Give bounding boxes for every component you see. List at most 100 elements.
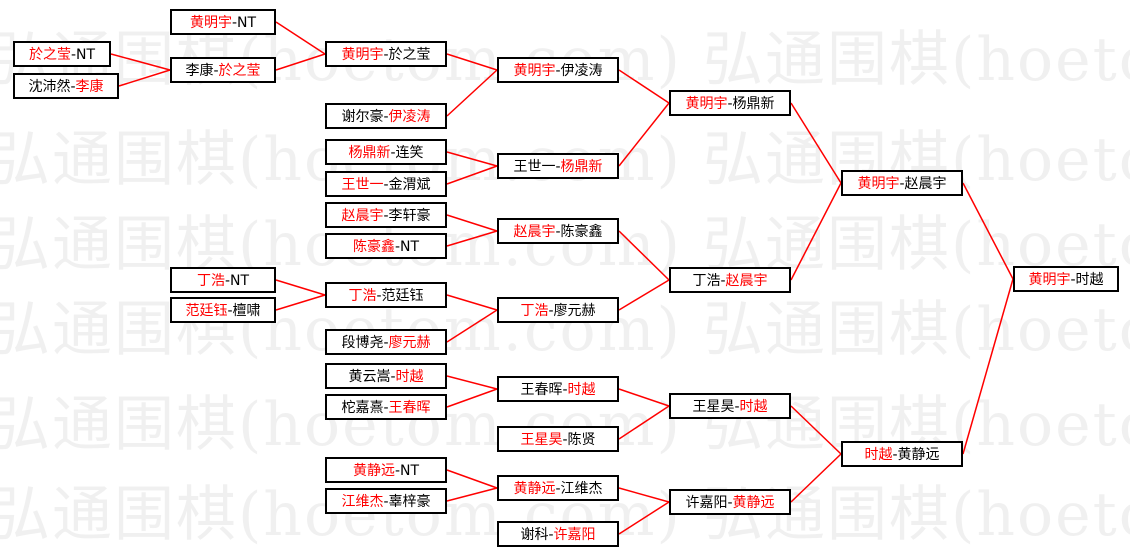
- player-name: NT: [230, 273, 250, 289]
- separator: -: [383, 494, 389, 510]
- separator: -: [394, 239, 401, 255]
- player-name: 黄云嵩: [348, 369, 391, 385]
- winner-name: 赵晨宇: [725, 273, 768, 289]
- player-name: 王世一: [513, 159, 556, 175]
- player-name: NT: [237, 15, 257, 31]
- separator: -: [383, 47, 389, 63]
- player-name: 丁浩: [692, 273, 721, 289]
- bracket-connector: [275, 53, 326, 71]
- bracket-connector: [446, 294, 498, 311]
- separator: -: [892, 447, 898, 463]
- bracket-connector: [790, 405, 842, 455]
- winner-name: 许嘉阳: [553, 527, 596, 543]
- match-box: 范廷钰-檀啸: [170, 297, 276, 323]
- bracket-connector: [446, 151, 498, 167]
- separator: -: [383, 335, 389, 351]
- winner-name: 黄明宇: [1028, 272, 1071, 288]
- bracket-connector: [446, 469, 498, 489]
- winner-name: 王世一: [341, 177, 384, 193]
- separator: -: [213, 63, 219, 79]
- match-box: 王世一-金渭斌: [325, 171, 447, 197]
- player-name: 王星昊: [692, 399, 735, 415]
- player-name: 沈沛然: [28, 79, 71, 95]
- player-name: 杨鼎新: [732, 96, 775, 112]
- separator: -: [720, 273, 726, 289]
- separator: -: [231, 15, 238, 31]
- match-box: 许嘉阳-黄静远: [669, 489, 791, 515]
- bracket-connector: [790, 102, 842, 184]
- winner-name: 廖元赫: [388, 335, 431, 351]
- player-name: 檀啸: [232, 303, 261, 319]
- winner-name: 黄明宇: [685, 96, 728, 112]
- player-name: 谢尔豪: [341, 109, 384, 125]
- match-box: 黄明宇-赵晨宇: [841, 170, 963, 196]
- winner-name: 丁浩: [348, 288, 377, 304]
- match-box: 王世一-杨鼎新: [497, 153, 619, 179]
- match-box: 李康-於之莹: [170, 57, 276, 83]
- winner-name: 黄静远: [732, 495, 775, 511]
- player-name: 段博尧: [341, 335, 384, 351]
- separator: -: [1070, 272, 1076, 288]
- player-name: 金渭斌: [388, 177, 431, 193]
- bracket-connector: [962, 278, 1014, 455]
- bracket-connector: [618, 102, 670, 167]
- separator: -: [548, 303, 554, 319]
- bracket-connector: [118, 69, 171, 87]
- match-box: 丁浩-廖元赫: [497, 297, 619, 323]
- separator: -: [390, 145, 396, 161]
- separator: -: [734, 399, 740, 415]
- bracket-connector: [618, 388, 670, 407]
- separator: -: [70, 79, 76, 95]
- winner-name: 丁浩: [520, 303, 549, 319]
- player-name: 谢科: [520, 527, 549, 543]
- match-box: 黄静远-NT: [325, 457, 447, 483]
- player-name: 范廷钰: [381, 288, 424, 304]
- separator: -: [555, 224, 561, 240]
- winner-name: 丁浩: [196, 273, 225, 289]
- player-name: 王春晖: [520, 382, 563, 398]
- match-box: 王星昊-陈贤: [497, 426, 619, 452]
- match-box: 陈豪鑫-NT: [325, 233, 447, 259]
- match-box: 江维杰-辜梓豪: [325, 488, 447, 514]
- bracket-connector: [618, 69, 670, 104]
- separator: -: [224, 273, 231, 289]
- bracket-connector: [275, 21, 326, 55]
- bracket-connector: [446, 69, 498, 117]
- match-box: 赵晨宇-陈豪鑫: [497, 218, 619, 244]
- winner-name: 黄明宇: [341, 47, 384, 63]
- separator: -: [383, 109, 389, 125]
- bracket-connector: [790, 182, 842, 281]
- bracket-connector: [618, 405, 670, 440]
- separator: -: [383, 400, 389, 416]
- match-box: 时越-黄静远: [841, 441, 963, 467]
- match-box: 丁浩-NT: [170, 267, 276, 293]
- winner-name: 时越: [567, 382, 596, 398]
- match-box: 王星昊-时越: [669, 393, 791, 419]
- winner-name: 黄静远: [352, 463, 395, 479]
- bracket-connector: [446, 165, 498, 185]
- bracket-connector: [446, 309, 498, 343]
- match-box: 黄明宇-伊凌涛: [497, 57, 619, 83]
- player-name: 廖元赫: [553, 303, 596, 319]
- separator: -: [899, 176, 905, 192]
- separator: -: [383, 177, 389, 193]
- winner-name: 黄明宇: [189, 15, 232, 31]
- winner-name: 范廷钰: [185, 303, 228, 319]
- match-box: 沈沛然-李康: [13, 73, 119, 99]
- match-box: 黄明宇-时越: [1013, 266, 1119, 292]
- player-name: 柁嘉熹: [341, 400, 384, 416]
- separator: -: [727, 96, 733, 112]
- match-box: 王春晖-时越: [497, 376, 619, 402]
- bracket-connector: [446, 487, 498, 502]
- winner-name: 赵晨宇: [341, 208, 384, 224]
- winner-name: 黄静远: [513, 481, 556, 497]
- match-box: 黄明宇-杨鼎新: [669, 90, 791, 116]
- winner-name: 王春晖: [388, 400, 431, 416]
- winner-name: 陈豪鑫: [352, 239, 395, 255]
- separator: -: [548, 527, 554, 543]
- player-name: 於之莹: [388, 47, 431, 63]
- bracket-connector: [618, 487, 670, 503]
- bracket-connector: [962, 182, 1014, 280]
- separator: -: [555, 159, 561, 175]
